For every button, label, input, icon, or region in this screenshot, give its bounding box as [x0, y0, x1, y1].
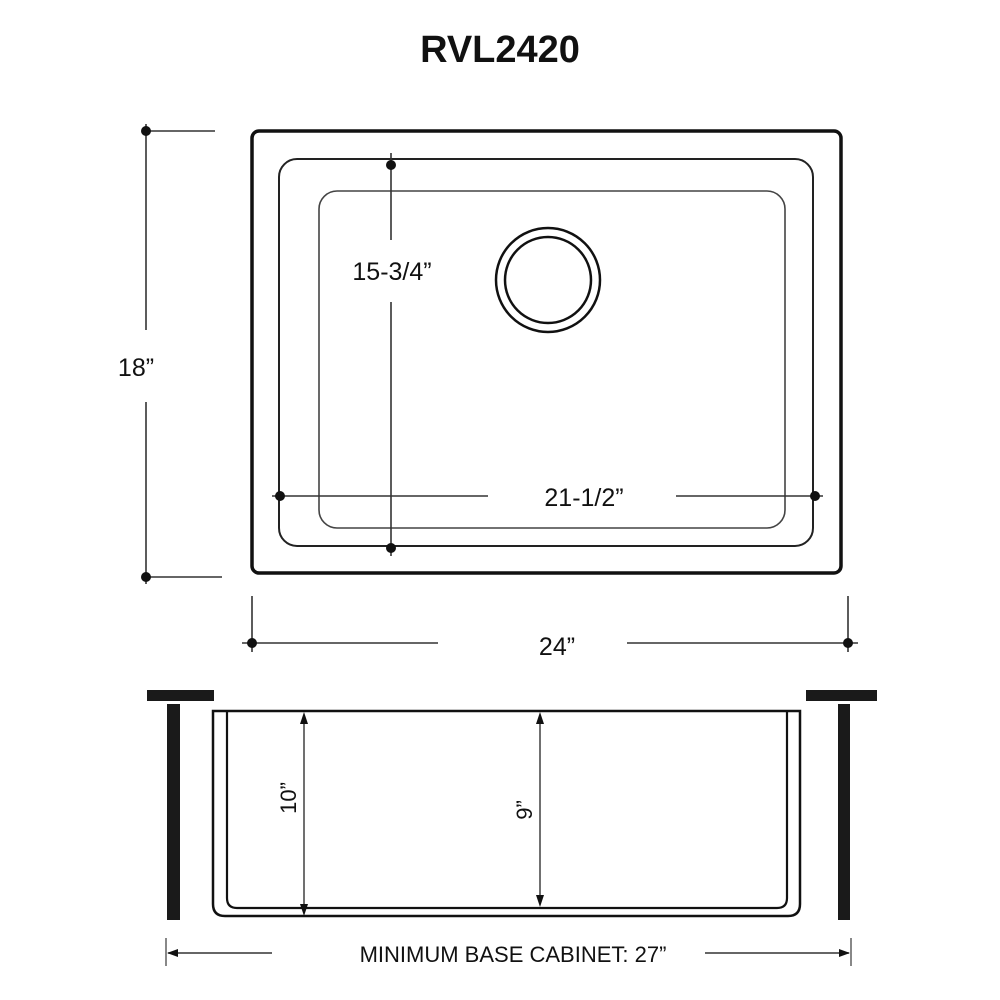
sink-profile-outer [211, 709, 802, 918]
dimension-inner-depth: 9” [512, 712, 544, 907]
drain-icon [494, 226, 602, 334]
overall-width-label: 24” [539, 633, 575, 661]
dimension-overall-height: 18” [118, 124, 222, 584]
top-view: 18” 15-3/4” 21-1/2” 24” [118, 124, 858, 661]
countertop-right [806, 690, 877, 701]
dimension-bowl-length: 15-3/4” [334, 153, 446, 556]
side-view: 10” 9” MINIMUM BASE CABINET: 27” [147, 690, 877, 967]
dimension-overall-width: 24” [242, 596, 858, 661]
sink-bowl-edge [278, 158, 814, 547]
overall-height-label: 18” [118, 354, 154, 382]
bowl-width-label: 21-1/2” [544, 484, 623, 512]
bowl-length-label: 15-3/4” [352, 258, 431, 286]
inner-depth-label: 9” [512, 800, 537, 820]
sink-outer-rim [250, 129, 843, 575]
sink-profile-inner [225, 711, 789, 910]
min-cabinet-label: MINIMUM BASE CABINET: 27” [360, 942, 667, 967]
sink-bowl-floor [318, 190, 786, 529]
outer-depth-label: 10” [276, 782, 301, 814]
cabinet-wall-left [167, 704, 180, 920]
dimension-min-cabinet: MINIMUM BASE CABINET: 27” [165, 938, 852, 967]
countertop-left [147, 690, 214, 701]
cabinet-wall-right [838, 704, 850, 920]
dimension-outer-depth: 10” [276, 712, 308, 916]
model-title: RVL2420 [420, 29, 580, 71]
dimension-bowl-width: 21-1/2” [272, 484, 823, 512]
